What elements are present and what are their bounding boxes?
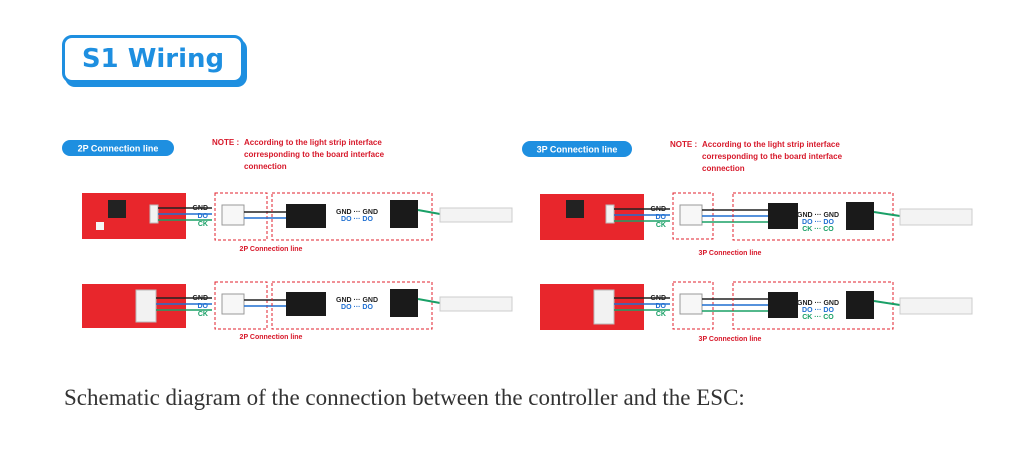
black-plug bbox=[768, 203, 798, 229]
pin-ck: CK bbox=[198, 311, 208, 318]
controller-board bbox=[82, 193, 186, 239]
tag-2p bbox=[62, 140, 174, 156]
controller-board bbox=[82, 284, 186, 328]
panel-2p: 2P Connection line NOTE : According to t… bbox=[62, 138, 513, 341]
pin-do: DO bbox=[198, 213, 209, 220]
conn-label: 2P Connection line bbox=[240, 246, 303, 253]
section-title-box: S1 Wiring bbox=[62, 35, 244, 83]
controller-chip bbox=[566, 200, 584, 218]
tag-2p-label: 2P Connection line bbox=[78, 144, 159, 154]
board-port bbox=[593, 289, 615, 325]
led-strip bbox=[899, 297, 973, 315]
pin-gnd: GND bbox=[192, 205, 208, 212]
black-plug bbox=[286, 204, 326, 228]
black-plug-2 bbox=[390, 200, 418, 228]
right-mid: DO ··· DO bbox=[802, 219, 834, 226]
right-bottom: CK ··· CO bbox=[802, 226, 834, 233]
panel-3p: 3P Connection line NOTE : According to t… bbox=[522, 140, 973, 343]
row-3p-2: GND DO CK 3P Connection line GND ··· GND… bbox=[540, 281, 973, 343]
note-3p-line3: connection bbox=[702, 164, 745, 173]
dashed-box-plug bbox=[732, 281, 894, 330]
black-plug-2 bbox=[846, 202, 874, 230]
row-2p-2: GND DO CK 2P Connection line GND ··· GND… bbox=[82, 281, 513, 341]
board-port bbox=[605, 204, 615, 224]
right-top: GND ··· GND bbox=[797, 300, 839, 307]
board-button bbox=[96, 222, 104, 230]
black-plug bbox=[286, 292, 326, 316]
led-strip bbox=[439, 207, 513, 223]
section-title: S1 Wiring bbox=[81, 44, 225, 74]
conn-label: 2P Connection line bbox=[240, 334, 303, 341]
note-3p-line2: corresponding to the board interface bbox=[702, 152, 843, 161]
right-bottom: CK ··· CO bbox=[802, 314, 834, 321]
right-top: GND ··· GND bbox=[336, 297, 378, 304]
controller-board bbox=[540, 284, 644, 330]
tag-3p-label: 3P Connection line bbox=[537, 145, 618, 155]
pin-ck: CK bbox=[656, 222, 666, 229]
controller-chip bbox=[108, 200, 126, 218]
black-plug-2 bbox=[390, 289, 418, 317]
tag-3p bbox=[522, 141, 632, 157]
pin-do: DO bbox=[198, 303, 209, 310]
note-2p-line1: According to the light strip interface bbox=[244, 138, 382, 147]
note-3p-line1: According to the light strip interface bbox=[702, 140, 840, 149]
white-connector bbox=[221, 204, 245, 226]
dashed-box-plug bbox=[732, 192, 894, 241]
white-connector bbox=[679, 204, 703, 226]
pin-ck: CK bbox=[198, 221, 208, 228]
dashed-box-connector bbox=[672, 281, 714, 330]
led-strip bbox=[439, 296, 513, 312]
led-strip bbox=[899, 208, 973, 226]
right-top: GND ··· GND bbox=[336, 209, 378, 216]
note-2p-label: NOTE : bbox=[212, 138, 239, 147]
row-3p-1: GND DO CK 3P Connection line GND ··· GND… bbox=[540, 192, 973, 257]
right-mid: DO ··· DO bbox=[802, 307, 834, 314]
note-3p-label: NOTE : bbox=[670, 140, 697, 149]
row-2p-1: GND DO CK 2P Connection line GND ··· GND… bbox=[82, 192, 513, 253]
right-top: GND ··· GND bbox=[797, 212, 839, 219]
pin-gnd: GND bbox=[192, 295, 208, 302]
white-connector bbox=[221, 293, 245, 315]
conn-label: 3P Connection line bbox=[699, 250, 762, 257]
dashed-box-plug bbox=[271, 192, 433, 241]
board-port bbox=[135, 289, 157, 323]
diagram-caption: Schematic diagram of the connection betw… bbox=[64, 385, 745, 410]
conn-label: 3P Connection line bbox=[699, 336, 762, 343]
right-bottom: DO ··· DO bbox=[341, 304, 373, 311]
note-2p-line2: corresponding to the board interface bbox=[244, 150, 385, 159]
dashed-box-plug bbox=[271, 281, 433, 330]
controller-board bbox=[540, 194, 644, 240]
right-bottom: DO ··· DO bbox=[341, 216, 373, 223]
pin-do: DO bbox=[656, 303, 667, 310]
pin-gnd: GND bbox=[650, 295, 666, 302]
dashed-box-connector bbox=[214, 192, 268, 241]
black-plug-2 bbox=[846, 291, 874, 319]
white-connector bbox=[679, 293, 703, 315]
pin-gnd: GND bbox=[650, 206, 666, 213]
black-plug bbox=[768, 292, 798, 318]
pin-ck: CK bbox=[656, 311, 666, 318]
board-port bbox=[149, 204, 159, 224]
pin-do: DO bbox=[656, 214, 667, 221]
note-2p-line3: connection bbox=[244, 162, 287, 171]
